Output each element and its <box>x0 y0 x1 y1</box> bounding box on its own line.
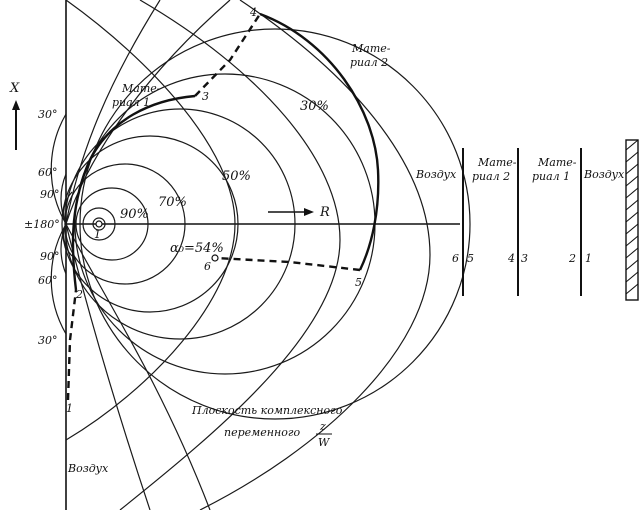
locus-3-4-dashed <box>194 13 262 97</box>
angle-label-top-30: 30° <box>38 108 58 121</box>
arc-upper-fan-2 <box>65 0 161 225</box>
point-label-1-air: 1 <box>66 402 73 415</box>
layer-label-material1-line2: риал 1 <box>532 170 570 183</box>
x-axis-label: X <box>9 81 20 96</box>
arc-30-lower-small <box>50 223 67 335</box>
material1-label-line2: риал 1 <box>112 96 150 109</box>
plane-fraction-num: z <box>319 420 326 433</box>
percent-label-50: 50% <box>222 169 251 184</box>
locus-2-3 <box>71 94 196 291</box>
arc-large-1 <box>65 0 236 441</box>
point-label-6: 6 <box>204 260 211 273</box>
interface-num-5: 5 <box>467 252 474 265</box>
point-label-2: 2 <box>75 288 83 301</box>
angle-label-top-90: 90° <box>40 188 60 201</box>
point-label-5: 5 <box>355 276 362 289</box>
alpha0-label: α₀=54% <box>170 241 224 256</box>
arc-30-upper-small <box>50 113 67 225</box>
air-label-chart: Воздух <box>67 462 109 475</box>
plane-caption-line2: переменного <box>224 426 300 439</box>
point-6 <box>211 254 219 262</box>
layer-label-air-right: Воздух <box>583 168 625 181</box>
percent-label-30: 30% <box>300 99 329 114</box>
arc-lower-fan-1 <box>65 223 211 510</box>
r-axis-label: R <box>319 205 330 220</box>
material1-label-line1: Мате- <box>121 82 161 95</box>
layer-label-air-left: Воздух <box>415 168 457 181</box>
arc-large-2 <box>119 0 341 510</box>
plane-fraction-den: W <box>318 436 331 449</box>
locus-5-6-dashed <box>214 256 361 272</box>
phase-arcs <box>50 0 431 510</box>
circle-90pct <box>82 207 116 241</box>
circle-50pct <box>64 108 296 340</box>
circle-80pct <box>75 187 149 261</box>
angle-label-bottom-30: 30° <box>38 334 58 347</box>
angle-label-center-180: ±180° <box>24 218 60 231</box>
angle-label-bottom-60: 60° <box>38 274 58 287</box>
interface-num-3: 3 <box>521 252 528 265</box>
layer-label-material1-line1: Мате- <box>537 156 577 169</box>
percent-label-70: 70% <box>158 195 187 210</box>
point-label-3: 3 <box>202 90 209 103</box>
layer-diagram: Воздух Мате- риал 2 Мате- риал 1 Воздух … <box>415 139 639 301</box>
point-label-1-center: 1 <box>94 228 101 241</box>
circle-30pct <box>79 28 471 420</box>
arc-large-3 <box>199 0 431 510</box>
r-arrow-head <box>304 208 314 216</box>
interface-num-1: 1 <box>585 252 592 265</box>
angle-label-bottom-90: 90° <box>40 250 60 263</box>
wall-hatch <box>625 139 639 295</box>
interface-num-4: 4 <box>507 252 515 265</box>
wall-rect <box>625 139 639 301</box>
percent-label-90: 90% <box>120 207 149 222</box>
arc-90-upper <box>63 191 73 225</box>
plane-caption-line1: Плоскость комплексного <box>191 404 343 417</box>
circle-60pct <box>61 135 239 313</box>
arc-lower-fan-2 <box>65 223 151 510</box>
angle-label-top-60: 60° <box>38 166 58 179</box>
material2-label-line2: риал 2 <box>350 56 388 69</box>
x-arrow-head <box>12 100 20 110</box>
material2-label-line1: Мате- <box>351 42 391 55</box>
layer-label-material2-line2: риал 2 <box>472 170 510 183</box>
locus-4-5 <box>259 12 380 271</box>
layer-label-material2-line1: Мате- <box>477 156 517 169</box>
point-label-4: 4 <box>249 6 257 19</box>
point-1-center <box>95 220 103 228</box>
interface-num-2: 2 <box>568 252 576 265</box>
circle-center-small <box>92 217 106 231</box>
arc-90-lower <box>63 223 73 257</box>
interface-num-6: 6 <box>452 252 459 265</box>
locus-1-2-dashed <box>66 289 78 401</box>
